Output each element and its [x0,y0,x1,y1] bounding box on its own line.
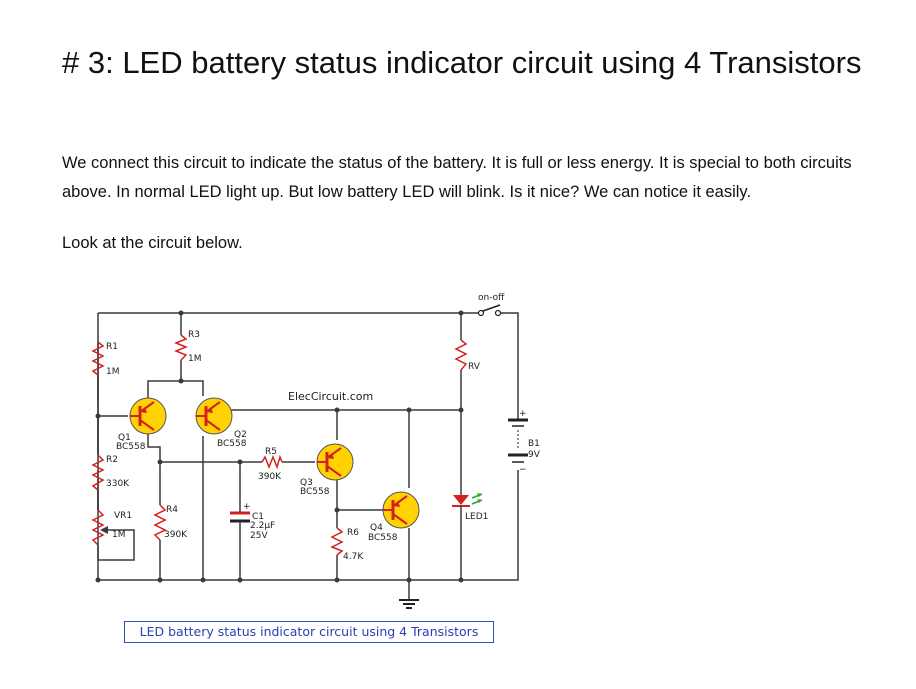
b1-ref: B1 [528,439,540,449]
resistor-r5 [261,454,283,470]
resistor-r2 [91,454,105,491]
q4-part: BC558 [368,533,398,543]
transistor-q3 [315,442,355,482]
battery-b1: + − [508,409,528,475]
vr1-wiper-arrow [100,526,108,534]
r5-value: 390K [258,472,282,482]
capacitor-c1: + [230,502,251,530]
r1-ref: R1 [106,342,118,352]
r4-value: 390K [164,530,188,540]
r4-ref: R4 [166,505,178,515]
svg-text:+: + [243,502,251,512]
led-led1 [452,493,483,520]
svg-text:+: + [519,409,527,419]
resistor-r4 [153,504,167,541]
intro-paragraph: We connect this circuit to indicate the … [62,154,852,201]
r6-ref: R6 [347,528,359,538]
switch-on-off [477,304,502,317]
q3-ref: Q3 [300,478,313,488]
r3-ref: R3 [188,330,200,340]
transistor-q1 [128,396,168,436]
b1-value: 9V [528,450,541,460]
figure-caption: LED battery status indicator circuit usi… [124,621,494,643]
c1-ref: C1 [252,512,264,522]
q4-ref: Q4 [370,523,383,533]
junction-dots [95,310,464,583]
svg-text:−: − [519,465,527,475]
wiring [97,312,519,600]
c1-voltage: 25V [250,531,268,541]
vr1-value: 1M [112,530,126,540]
q2-ref: Q2 [234,430,247,440]
c1-value: 2.2µF [250,521,275,531]
switch-label: on-off [478,293,505,303]
lead-in-paragraph: Look at the circuit below. [62,234,243,252]
q2-part: BC558 [217,439,247,449]
transistor-q4 [381,490,421,530]
resistor-r1 [91,341,105,376]
r1-value: 1M [106,367,120,377]
ground-symbol [399,599,419,609]
transistor-q2 [194,396,234,436]
brand-label: ElecCircuit.com [288,390,373,403]
potentiometer-vr1 [91,509,105,546]
article-heading: # 3: LED battery status indicator circui… [62,45,862,80]
vr1-ref: VR1 [114,511,132,521]
resistor-r6 [330,527,344,556]
r3-value: 1M [188,354,202,364]
resistor-r3 [173,334,189,361]
q3-part: BC558 [300,487,330,497]
r2-value: 330K [106,479,130,489]
r2-ref: R2 [106,455,118,465]
r6-value: 4.7K [343,552,364,562]
circuit-schematic: + + − on-off ElecCircuit.com R1 1M R3 1M… [91,293,541,609]
rv-ref: RV [468,362,481,372]
q1-part: BC558 [116,442,146,452]
r5-ref: R5 [265,447,277,457]
led1-ref: LED1 [465,512,488,522]
q1-ref: Q1 [118,433,131,443]
resistor-rv [454,339,468,371]
